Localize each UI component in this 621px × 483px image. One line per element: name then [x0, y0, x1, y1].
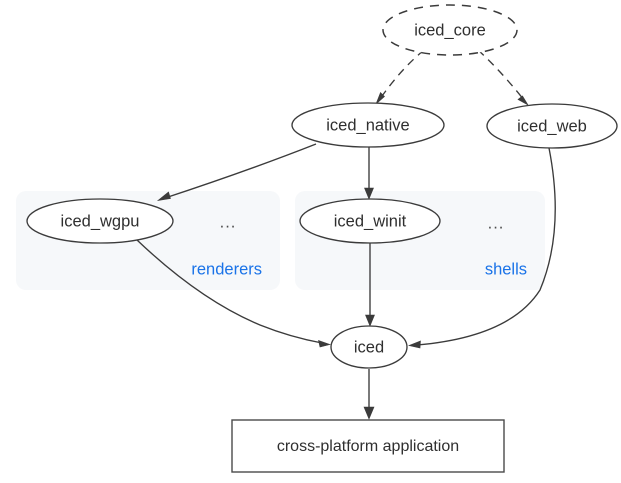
edge-iced-web-to-iced [407, 147, 556, 349]
edge-path [379, 49, 425, 100]
node-iced-wgpu-shape[interactable] [26, 198, 174, 244]
node-iced-web[interactable]: iced_web [486, 103, 618, 149]
arrowhead-icon [156, 191, 171, 201]
node-iced-label: iced [354, 338, 384, 356]
arrowhead-icon [363, 406, 375, 420]
edge-path [164, 143, 317, 199]
edge-path [416, 147, 556, 346]
node-iced-shape[interactable] [330, 325, 408, 369]
arrowhead-icon [517, 95, 529, 106]
edge-iced-native-to-iced-winit [364, 147, 374, 200]
node-iced-wgpu-label: iced_wgpu [61, 212, 140, 230]
node-cross-platform-application-label: cross-platform application [277, 438, 459, 455]
node-iced-wgpu[interactable]: iced_wgpu [26, 198, 174, 244]
node-iced-winit-label: iced_winit [334, 212, 407, 230]
node-iced-winit[interactable]: iced_winit [299, 198, 441, 244]
edge-iced-core-to-iced-web [477, 49, 529, 106]
arrowhead-icon [407, 340, 421, 349]
node-iced-web-shape[interactable] [486, 103, 618, 149]
cluster-shells-label: shells [485, 260, 527, 278]
edge-path [136, 239, 323, 344]
shells-more-placeholder: ... [488, 214, 505, 232]
edge-iced-core-to-iced-native [375, 49, 425, 105]
arrowhead-icon [364, 187, 374, 200]
node-iced-core[interactable]: iced_core [382, 4, 518, 56]
node-iced-native-label: iced_native [326, 116, 409, 134]
arrowhead-icon [318, 340, 332, 348]
node-cross-platform-application[interactable]: cross-platform application [231, 419, 505, 473]
node-iced[interactable]: iced [330, 325, 408, 369]
arrowhead-icon [375, 91, 385, 105]
arrowhead-icon [365, 314, 375, 327]
node-iced-native-shape[interactable] [291, 102, 445, 148]
edge-path [477, 49, 525, 101]
node-iced-core-label: iced_core [414, 21, 486, 39]
edge-iced-wgpu-to-iced [136, 239, 332, 348]
node-iced-winit-shape[interactable] [299, 198, 441, 244]
node-iced-native[interactable]: iced_native [291, 102, 445, 148]
node-cross-platform-application-shape[interactable] [231, 419, 505, 473]
renderers-more-placeholder: ... [220, 213, 237, 231]
edge-iced-winit-to-iced [365, 243, 375, 327]
node-iced-web-label: iced_web [517, 117, 587, 135]
edge-iced-native-to-iced-wgpu [156, 143, 317, 201]
node-iced-core-shape[interactable] [382, 4, 518, 56]
edge-iced-to-application [363, 369, 375, 420]
cluster-renderers-label: renderers [191, 260, 262, 278]
